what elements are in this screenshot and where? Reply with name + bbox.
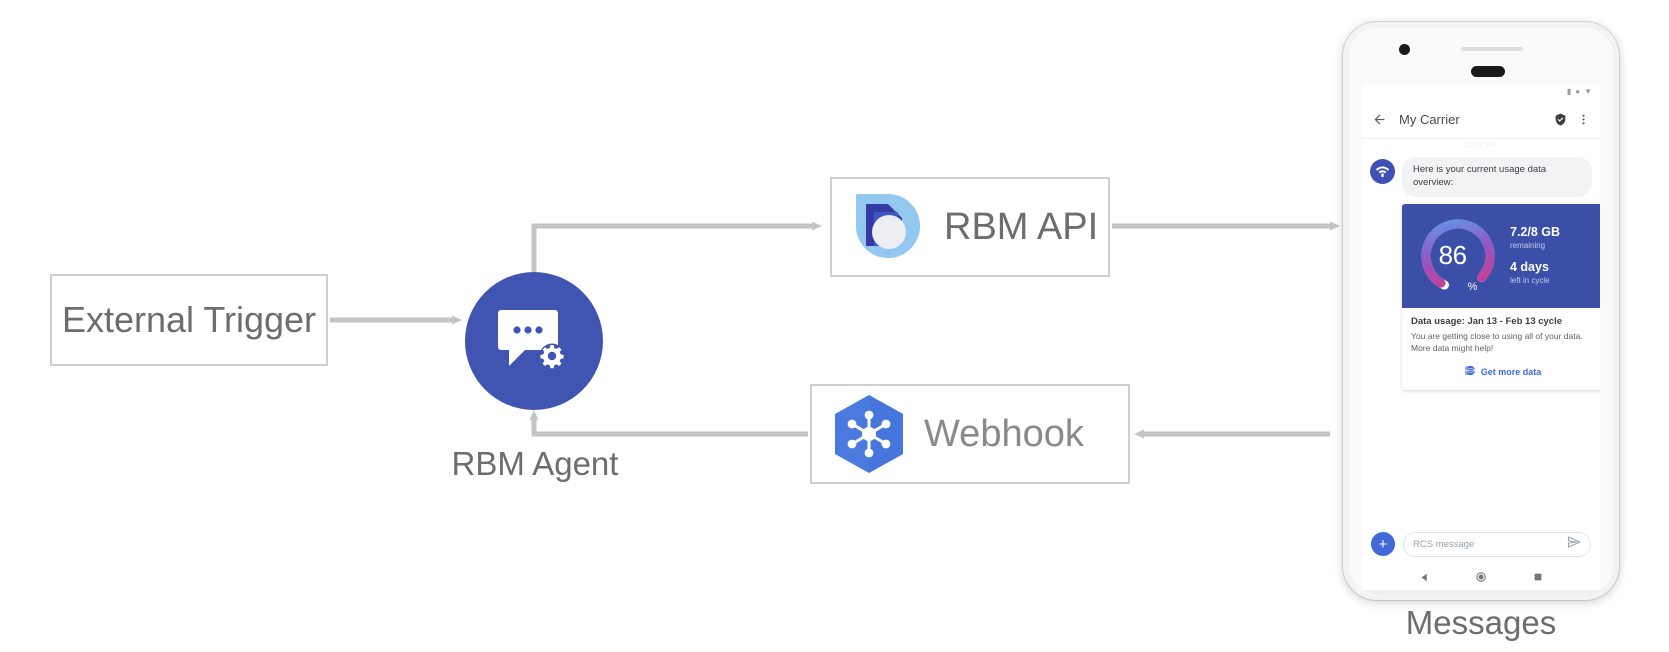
earpiece-icon	[1471, 66, 1505, 77]
stat-days-left: 4 days left in cycle	[1510, 260, 1600, 285]
card-description-line2: More data might help!	[1411, 342, 1494, 353]
external-trigger-label: External Trigger	[61, 299, 317, 340]
connector-webhook-to-agent	[529, 410, 808, 437]
node-rbm-agent[interactable]	[465, 272, 603, 410]
card-body: Data usage: Jan 13 - Feb 13 cycle You ar…	[1402, 308, 1600, 391]
card-description-line1: You are getting close to using all of yo…	[1411, 330, 1583, 341]
phone-device: ▮ ● ▼ My Carrier	[1343, 22, 1619, 600]
rcs-message-input[interactable]: RCS message	[1403, 531, 1591, 557]
messages-label: Messages	[1405, 604, 1557, 641]
signal-icon: ▮	[1566, 87, 1572, 96]
gauge-percent-sign: %	[1467, 280, 1478, 293]
add-attachment-button[interactable]: +	[1371, 532, 1395, 556]
rbm-agent-avatar-icon	[1370, 159, 1395, 184]
app-bar: My Carrier	[1362, 100, 1600, 139]
globe-icon	[1459, 363, 1476, 381]
usage-gauge: 86 %	[1416, 214, 1500, 298]
phone-inner-frame: ▮ ● ▼ My Carrier	[1349, 28, 1613, 594]
back-arrow-icon[interactable]	[1372, 112, 1387, 127]
phone-top-bezel	[1349, 28, 1613, 84]
nav-home-circle-icon[interactable]	[1476, 572, 1487, 582]
get-more-data-button[interactable]: Get more data	[1411, 363, 1595, 381]
chat-gear-icon	[498, 310, 565, 369]
nav-recents-square-icon[interactable]	[1534, 573, 1542, 581]
greeting-message-row: Here is your current usage data overview…	[1370, 157, 1592, 197]
app-bar-title: My Carrier	[1399, 111, 1460, 127]
battery-icon: ▼	[1584, 87, 1592, 96]
message-composer: + RCS message	[1362, 524, 1600, 564]
node-rbm-api[interactable]: RBM API	[830, 177, 1110, 277]
android-nav-bar	[1362, 564, 1600, 590]
card-hero: 86 % 7.2/8 GB remaining 4 days	[1402, 203, 1600, 308]
webhook-label: Webhook	[924, 412, 1084, 455]
phone-screen: ▮ ● ▼ My Carrier	[1362, 84, 1600, 524]
stat-data-remaining-label: remaining	[1510, 240, 1546, 250]
nav-back-triangle-icon[interactable]	[1420, 573, 1429, 582]
rbm-api-label: RBM API	[944, 205, 1099, 248]
verified-shield-icon	[1554, 113, 1567, 126]
node-webhook[interactable]: Webhook	[810, 384, 1130, 484]
rbm-agent-label: RBM Agent	[451, 445, 619, 482]
card-stats: 7.2/8 GB remaining 4 days left in cycle	[1500, 224, 1600, 286]
stat-data-remaining-value: 7.2/8 GB	[1510, 224, 1561, 239]
rbm-api-droplet-icon	[856, 194, 920, 258]
card-description: You are getting close to using all of yo…	[1411, 330, 1595, 355]
node-external-trigger[interactable]: External Trigger	[50, 274, 328, 366]
stat-data-remaining: 7.2/8 GB remaining	[1510, 224, 1600, 250]
rich-card[interactable]: 86 % 7.2/8 GB remaining 4 days	[1402, 203, 1600, 391]
stat-days-left-value: 4 days	[1510, 260, 1549, 275]
gauge-center-label: 86 %	[1416, 214, 1500, 298]
connector-agent-to-api	[531, 221, 822, 272]
card-title: Data usage: Jan 13 - Feb 13 cycle	[1411, 315, 1563, 327]
send-icon[interactable]	[1567, 535, 1581, 554]
conversation-thread: Here is your current usage data overview…	[1362, 151, 1600, 391]
phone-bottom-bezel	[1362, 590, 1600, 594]
plus-icon: +	[1378, 535, 1388, 553]
cloud-functions-hexagon-icon	[835, 395, 903, 473]
conversation-timestamp: 12:30 PM	[1466, 142, 1496, 149]
stat-days-left-label: left in cycle	[1510, 275, 1550, 285]
front-camera-icon	[1399, 44, 1410, 55]
rcs-message-placeholder: RCS message	[1413, 538, 1475, 550]
wifi-icon: ●	[1575, 87, 1581, 96]
status-bar: ▮ ● ▼	[1362, 84, 1600, 100]
more-vert-icon[interactable]	[1577, 113, 1590, 126]
get-more-data-label: Get more data	[1480, 367, 1542, 378]
greeting-bubble: Here is your current usage data overview…	[1402, 157, 1592, 197]
top-speaker-line	[1461, 47, 1523, 51]
gauge-percent-value: 86	[1438, 240, 1467, 271]
